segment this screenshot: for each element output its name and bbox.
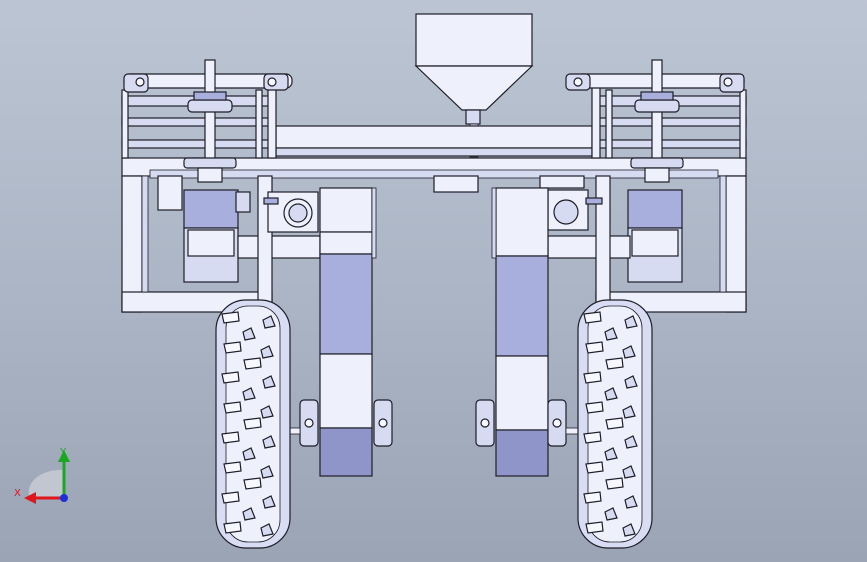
right-seed-meter	[547, 189, 603, 231]
left-seed-meter	[263, 191, 319, 233]
right-gauge-wheel	[577, 299, 653, 549]
seed-hopper	[414, 13, 534, 158]
left-outer-frame	[121, 175, 321, 313]
left-gauge-wheel	[215, 299, 291, 549]
y-axis-label: Y	[59, 447, 67, 458]
left-press-wheel-hub	[285, 399, 393, 447]
left-furrow-opener	[319, 187, 377, 477]
z-axis-dot	[60, 494, 68, 502]
x-axis-label: X	[14, 488, 21, 499]
right-parallel-linkage	[565, 59, 747, 183]
right-press-wheel-hub	[475, 399, 581, 447]
axis-triad[interactable]: Y X	[14, 447, 70, 504]
right-outer-frame	[547, 175, 747, 313]
left-parallel-linkage	[121, 59, 293, 183]
right-furrow-opener	[491, 187, 549, 477]
main-frame	[121, 125, 747, 193]
